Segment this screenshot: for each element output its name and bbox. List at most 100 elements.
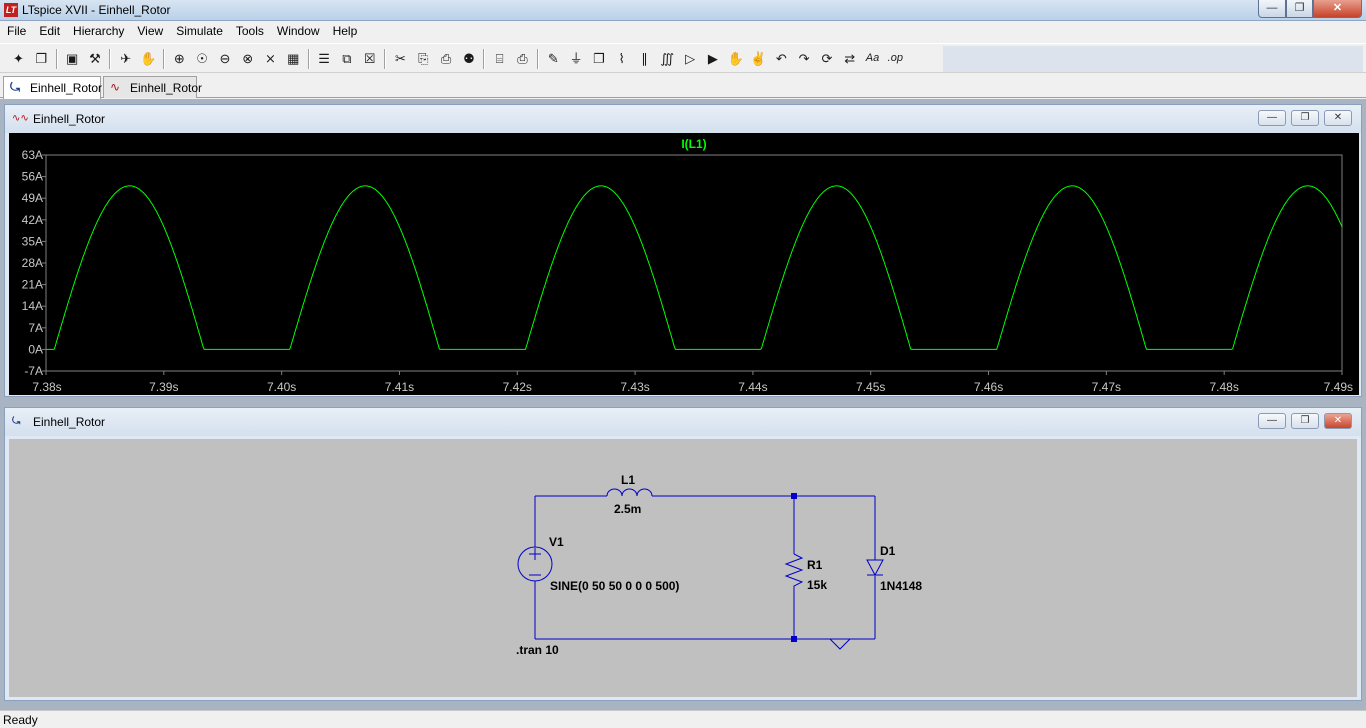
y-tick-label: 42A [22, 213, 43, 227]
waveform-close-button[interactable]: ✕ [1324, 110, 1352, 126]
save-icon[interactable]: ▣ [65, 51, 79, 66]
y-tick-label: 35A [22, 234, 43, 248]
x-tick-label: 7.38s [32, 380, 61, 394]
y-tick-label: 0A [28, 342, 43, 356]
tab-schematic[interactable]: ⤿ Einhell_Rotor [3, 76, 103, 99]
tile-horizontal-icon[interactable]: ☰ [318, 51, 330, 66]
control-panel-icon[interactable]: ⚒ [89, 51, 101, 66]
document-tab-bar: ⤿ Einhell_Rotor ∿ Einhell_Rotor [0, 74, 1366, 99]
cascade-icon[interactable]: ⧉ [342, 51, 352, 66]
schematic-canvas[interactable]: L1 2.5m V1 SINE(0 50 50 0 0 0 500) R1 15… [9, 439, 1357, 697]
tab-schematic-label: Einhell_Rotor [30, 81, 103, 95]
zoom-cancel-icon[interactable]: ⊗ [242, 51, 254, 66]
status-bar: Ready [0, 710, 1366, 728]
menu-tools[interactable]: Tools [235, 24, 264, 38]
redo-icon[interactable]: ↷ [798, 51, 810, 66]
menu-help[interactable]: Help [332, 24, 358, 38]
x-tick-label: 7.40s [267, 380, 296, 394]
menu-edit[interactable]: Edit [39, 24, 61, 38]
waveform-window-titlebar[interactable]: ∿∿ Einhell_Rotor — ❐ ✕ [5, 105, 1361, 133]
menu-bar: File Edit Hierarchy View Simulate Tools Window… [0, 21, 1366, 42]
toolbar-separator [307, 49, 310, 69]
x-tick-label: 7.47s [1092, 380, 1121, 394]
inductor-l1-symbol[interactable] [606, 488, 653, 497]
schematic-minimize-button[interactable]: — [1258, 413, 1286, 429]
schematic-close-button[interactable]: ✕ [1324, 413, 1352, 429]
close-button[interactable]: ✕ [1313, 0, 1362, 18]
zoom-pan-icon[interactable]: ☉ [196, 51, 208, 66]
open-icon[interactable]: ❐ [35, 51, 48, 66]
diode-icon[interactable]: ▷ [685, 51, 696, 66]
waveform-minimize-button[interactable]: — [1258, 110, 1286, 126]
copy-icon[interactable]: ⎘ [418, 51, 429, 66]
waveform-restore-button[interactable]: ❐ [1291, 110, 1319, 126]
zoom-in-icon[interactable]: ⊕ [173, 51, 185, 66]
schematic-restore-button[interactable]: ❐ [1291, 413, 1319, 429]
schematic-icon: ⤿ [12, 416, 21, 427]
trace-i-l1 [46, 185, 1343, 350]
resistor-icon[interactable]: ⌇ [618, 51, 625, 66]
tab-waveform-label: Einhell_Rotor [130, 81, 203, 95]
cut-icon[interactable]: ✂ [395, 51, 406, 66]
menu-hierarchy[interactable]: Hierarchy [73, 24, 125, 38]
tab-waveform[interactable]: ∿ Einhell_Rotor [103, 76, 202, 98]
undo-icon[interactable]: ↶ [775, 51, 787, 66]
capacitor-icon[interactable]: ∥ [641, 51, 648, 66]
diode-d1-symbol[interactable] [866, 559, 884, 577]
autorange-icon[interactable]: ⨯ [265, 51, 276, 66]
ground-symbol[interactable] [828, 638, 852, 650]
x-tick-label: 7.46s [974, 380, 1003, 394]
waveform-icon: ∿ [110, 80, 121, 94]
drag-icon[interactable]: ✌ [750, 51, 767, 66]
rotate-icon[interactable]: ⟳ [821, 51, 833, 66]
paste-icon[interactable]: ⎙ [440, 51, 452, 66]
spice-directive-icon[interactable]: .op [887, 52, 903, 64]
text-icon[interactable]: Aa [865, 52, 880, 64]
x-tick-label: 7.49s [1324, 380, 1353, 394]
menu-window[interactable]: Window [276, 24, 320, 38]
move-icon[interactable]: ✋ [727, 51, 744, 66]
inductor-icon[interactable]: ∭ [660, 51, 675, 66]
run-icon[interactable]: ✈ [120, 51, 132, 66]
zoom-out-icon[interactable]: ⊖ [219, 51, 231, 66]
schematic-icon: ⤿ [10, 80, 20, 94]
toolbar-buttons: ✦ ❐ ▣ ⚒ ✈ ✋ ⊕ ☉ ⊖ ⊗ ⨯ ▦ ☰ ⧉ ☒ ✂ ⎘ ⎙ ⚉ ⌸ ⎙ ✎ ⏚ ❐ ⌇ ∥ ∭ ▷ ▶ ✋ ✌ ↶ ↷ ⟳ ⇄ Aa .op [8, 47, 943, 71]
toolbar-separator [483, 49, 486, 69]
halt-icon[interactable]: ✋ [140, 51, 157, 66]
toolbar-separator [384, 49, 386, 69]
x-tick-label: 7.41s [385, 380, 414, 394]
x-tick-label: 7.48s [1210, 380, 1239, 394]
y-tick-label: 7A [28, 321, 43, 335]
mirror-icon[interactable]: ⇄ [844, 51, 856, 66]
ground-icon[interactable]: ⏚ [569, 51, 583, 66]
menu-view[interactable]: View [137, 24, 164, 38]
schematic-window-title: Einhell_Rotor [33, 415, 106, 429]
menu-simulate[interactable]: Simulate [176, 24, 223, 38]
schematic-window-titlebar[interactable]: ⤿ Einhell_Rotor — ❐ ✕ [5, 408, 1361, 436]
r1-value: 15k [807, 578, 827, 592]
x-tick-label: 7.45s [856, 380, 885, 394]
x-tick-label: 7.43s [620, 380, 649, 394]
find-icon[interactable]: ⚉ [463, 51, 475, 66]
voltage-source-v1-symbol[interactable] [517, 546, 553, 582]
menu-file[interactable]: File [7, 24, 27, 38]
window-title-bar[interactable]: LT LTspice XVII - Einhell_Rotor — ❐ ✕ [0, 0, 1366, 21]
new-schematic-icon[interactable]: ✦ [13, 51, 24, 66]
resistor-r1-symbol[interactable] [784, 553, 804, 589]
d1-value: 1N4148 [880, 579, 922, 593]
y-tick-label: 49A [22, 191, 43, 205]
maximize-button[interactable]: ❐ [1286, 0, 1313, 18]
component-icon[interactable]: ▶ [707, 51, 718, 66]
close-window-icon[interactable]: ☒ [363, 51, 376, 66]
y-tick-label: -7A [24, 364, 43, 378]
grid-icon[interactable]: ▦ [287, 51, 300, 66]
minimize-button[interactable]: — [1258, 0, 1286, 18]
wire-icon[interactable]: ✎ [547, 51, 559, 66]
spice-directive[interactable]: .tran 10 [516, 643, 559, 657]
print-setup-icon[interactable]: ⌸ [495, 51, 504, 66]
label-net-icon[interactable]: ❐ [593, 51, 605, 66]
print-icon[interactable]: ⎙ [517, 51, 528, 66]
